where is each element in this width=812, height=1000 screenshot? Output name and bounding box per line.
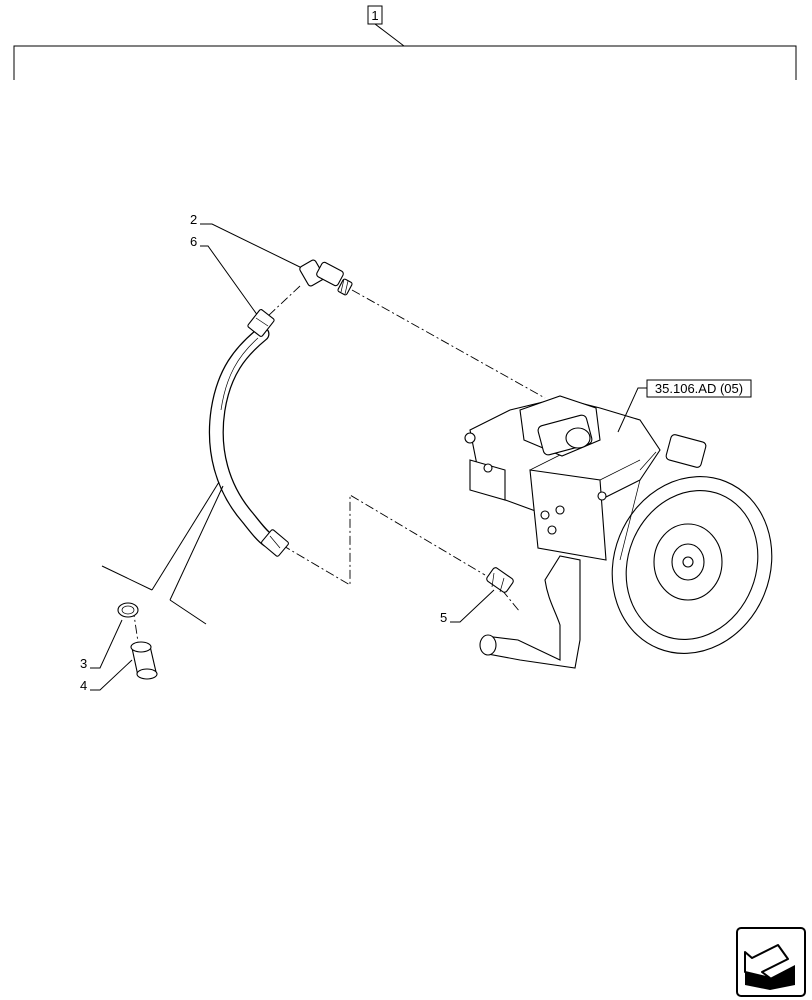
elbow-fitting (299, 259, 353, 296)
callout-3: 3 (80, 656, 87, 671)
reference-tag[interactable]: 35.106.AD (05) (617, 379, 752, 433)
hose-assembly (101, 309, 289, 625)
callout-1: 1 (371, 8, 378, 23)
callout-2-group: 2 (190, 212, 307, 271)
sensor-fitting: 5 (440, 567, 514, 625)
reference-label: 35.106.AD (05) (655, 381, 743, 396)
callout-6: 6 (190, 234, 197, 249)
hydraulic-pump (464, 395, 773, 669)
next-page-arrow-icon[interactable] (736, 927, 806, 997)
callout-4: 4 (80, 678, 87, 693)
o-ring-and-plug: 3 4 (80, 602, 158, 693)
assembly-bracket: 1 (13, 5, 797, 80)
callout-5: 5 (440, 610, 447, 625)
callout-6-group: 6 (190, 234, 259, 317)
callout-2: 2 (190, 212, 197, 227)
